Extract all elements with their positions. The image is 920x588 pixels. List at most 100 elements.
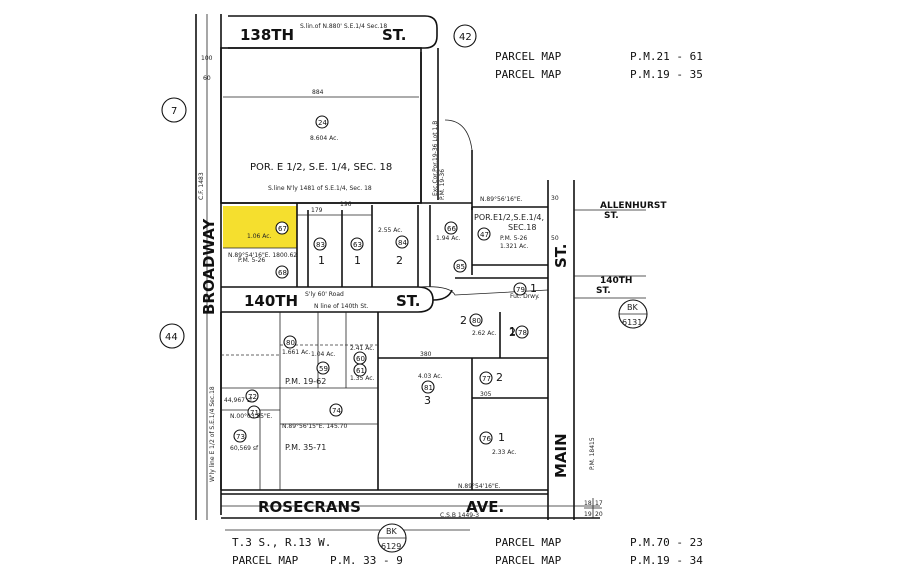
street-label-140th: 140TH: [244, 292, 298, 310]
svg-text:84: 84: [398, 239, 407, 247]
svg-text:83: 83: [316, 241, 325, 249]
lot-78[interactable]: 78 1: [509, 325, 529, 339]
book-6129-badge[interactable]: BK 6129: [377, 523, 407, 553]
svg-text:N.00°03'55"E.: N.00°03'55"E.: [230, 413, 273, 420]
lot-80[interactable]: 80 2 2.62 Ac.: [460, 313, 497, 337]
svg-text:2: 2: [460, 314, 467, 327]
svg-text:PARCEL MAP: PARCEL MAP: [495, 68, 562, 81]
lot-73[interactable]: 73: [233, 429, 247, 443]
svg-text:S'ly 60' Road: S'ly 60' Road: [305, 291, 344, 298]
parcel-24-label: 24 8.604 Ac.: [310, 115, 338, 142]
lot-67[interactable]: 67: [275, 221, 289, 235]
street-label-main-st: ST.: [552, 244, 570, 268]
street-140th-lines: [221, 277, 549, 313]
svg-text:PARCEL MAP: PARCEL MAP: [495, 50, 562, 63]
lot-80-south[interactable]: 80: [283, 335, 297, 349]
street-label-138th: 138TH: [240, 26, 294, 44]
svg-text:SEC.18: SEC.18: [508, 223, 536, 232]
township-label: T.3 S., R.13 W.: [232, 536, 331, 549]
lot-76[interactable]: 76 1 2.33 Ac.: [479, 431, 517, 456]
svg-text:2.55 Ac.: 2.55 Ac.: [378, 227, 403, 234]
street-main-lines: [547, 180, 575, 520]
row1-parcels: [221, 202, 548, 287]
svg-text:77: 77: [482, 375, 491, 383]
street-label-allenhurst-st: ST.: [604, 211, 619, 221]
street-label-main: MAIN: [552, 433, 570, 478]
svg-text:1.04 Ac.: 1.04 Ac.: [311, 351, 336, 358]
svg-text:305: 305: [480, 391, 492, 398]
lot-79b[interactable]: 2: [509, 326, 516, 339]
svg-text:1: 1: [354, 254, 361, 267]
svg-text:P.M. 19-62: P.M. 19-62: [285, 377, 326, 386]
lot-68[interactable]: 68 P.M. 5-26: [238, 257, 289, 279]
svg-text:2: 2: [496, 371, 503, 384]
lot-74[interactable]: 74: [329, 403, 343, 417]
svg-text:380: 380: [420, 351, 432, 358]
svg-text:42: 42: [459, 32, 472, 43]
svg-text:C.F. 1483: C.F. 1483: [198, 172, 205, 200]
svg-text:W'ly line E 1/2 of S.E.1/4 Sec: W'ly line E 1/2 of S.E.1/4 Sec.18: [209, 386, 216, 482]
street-label-rosecrans: ROSECRANS: [258, 498, 361, 516]
svg-text:72: 72: [248, 393, 257, 401]
svg-text:179: 179: [311, 207, 323, 214]
svg-text:1.661 Ac.: 1.661 Ac.: [282, 349, 310, 356]
svg-text:1.35 Ac.: 1.35 Ac.: [350, 375, 375, 382]
street-label-allenhurst: ALLENHURST: [600, 201, 667, 211]
svg-text:85: 85: [456, 263, 465, 271]
lot-71[interactable]: 71: [247, 405, 261, 419]
svg-text:78: 78: [518, 329, 527, 337]
svg-text:2.41 Ac.: 2.41 Ac.: [350, 345, 375, 352]
book-6131-badge[interactable]: BK 6131: [618, 299, 648, 329]
svg-text:74: 74: [332, 407, 341, 415]
svg-text:P.M.70 - 23: P.M.70 - 23: [630, 536, 703, 549]
parcel-24-width: 884: [312, 89, 324, 96]
svg-text:73: 73: [236, 433, 245, 441]
lot-66[interactable]: 66: [444, 221, 458, 235]
circle-42[interactable]: 42: [453, 24, 477, 48]
circle-44[interactable]: 44: [159, 323, 185, 349]
ref-table-top: PARCEL MAP P.M.21 - 61 PARCEL MAP P.M.19…: [495, 50, 703, 81]
lot-84[interactable]: 84 2: [395, 235, 409, 267]
lot-79[interactable]: 79 1: [513, 282, 537, 296]
bottom-parcel-map-label: PARCEL MAP: [232, 554, 299, 567]
svg-text:Exc.Cor.Por.19-36 Lot 1,B: Exc.Cor.Por.19-36 Lot 1,B: [432, 121, 439, 196]
lot-60[interactable]: 60: [353, 351, 367, 365]
lot-83[interactable]: 83 1: [313, 237, 327, 267]
circle-7[interactable]: 7: [161, 97, 187, 123]
lot-63[interactable]: 63 1: [350, 237, 364, 267]
svg-text:BK: BK: [627, 303, 638, 312]
lot-72[interactable]: 72: [245, 389, 259, 403]
svg-text:47: 47: [480, 231, 489, 239]
svg-text:19: 19: [584, 511, 592, 518]
svg-text:81: 81: [424, 384, 433, 392]
street-label-broadway: BROADWAY: [200, 218, 218, 315]
svg-text:60,569 sf: 60,569 sf: [230, 445, 259, 452]
lot-81[interactable]: 81 3 4.03 Ac.: [418, 373, 443, 407]
lot-77[interactable]: 77 2: [479, 371, 503, 385]
street-label-e140: 140TH: [600, 276, 632, 286]
svg-text:P.M.19 - 35: P.M.19 - 35: [630, 68, 703, 81]
lot-59[interactable]: 59: [316, 361, 330, 375]
svg-text:18: 18: [584, 500, 592, 507]
svg-text:Fut. Drwy.: Fut. Drwy.: [510, 293, 540, 300]
svg-text:4.03 Ac.: 4.03 Ac.: [418, 373, 443, 380]
top-line-note: S.lin.of N.880' S.E.1/4 Sec.18: [300, 23, 387, 30]
svg-text:8.604 Ac.: 8.604 Ac.: [310, 135, 338, 142]
misc-annotations: P.M. 19-62 P.M. 35-71 P.M. 19-36 C.S.B 1…: [198, 55, 596, 519]
svg-text:2: 2: [396, 254, 403, 267]
svg-text:2.62 Ac.: 2.62 Ac.: [472, 330, 497, 337]
lot-61[interactable]: 61: [353, 363, 367, 377]
svg-text:1: 1: [530, 282, 537, 295]
svg-text:P.M. 35-71: P.M. 35-71: [285, 443, 326, 452]
svg-text:63: 63: [353, 241, 362, 249]
svg-text:1.94 Ac.: 1.94 Ac.: [436, 235, 461, 242]
svg-text:59: 59: [319, 365, 328, 373]
svg-text:1.06 Ac.: 1.06 Ac.: [247, 233, 272, 240]
svg-text:BK: BK: [386, 527, 397, 536]
parcel-24-sline: S.line N'ly 1481 of S.E.1/4, Sec. 18: [268, 185, 372, 192]
svg-text:60: 60: [356, 355, 365, 363]
svg-text:30: 30: [551, 195, 559, 202]
lot-85[interactable]: 85: [453, 259, 467, 273]
svg-text:20: 20: [595, 511, 603, 518]
